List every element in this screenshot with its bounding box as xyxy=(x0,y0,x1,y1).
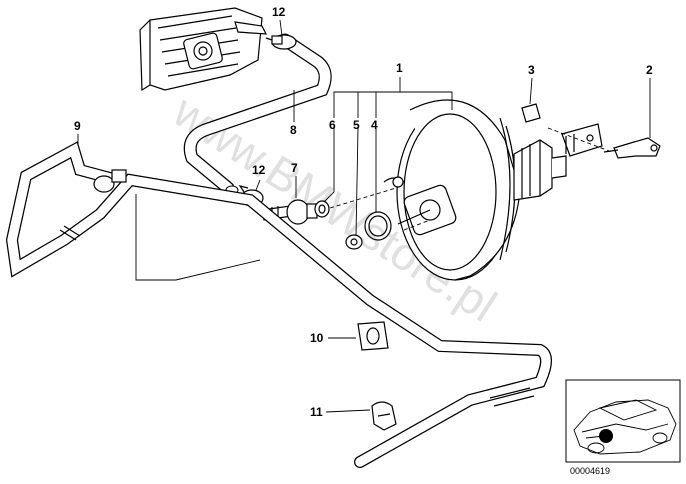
intake-manifold xyxy=(139,7,268,92)
callout-10: 10 xyxy=(310,331,324,345)
callout-3: 3 xyxy=(528,63,535,77)
inset-code: 00004619 xyxy=(570,466,610,476)
callout-1: 1 xyxy=(396,61,403,75)
locator-inset: 00004619 xyxy=(565,379,681,476)
callout-5: 5 xyxy=(353,118,360,132)
callout-9: 9 xyxy=(74,119,81,133)
callout-2: 2 xyxy=(646,63,653,77)
callout-12-middle: 12 xyxy=(252,163,266,177)
callout-12-top: 12 xyxy=(272,5,286,19)
vacuum-line-9 xyxy=(5,141,552,468)
callout-6: 6 xyxy=(329,118,336,132)
seal-5 xyxy=(345,234,363,250)
inset-frame xyxy=(565,379,681,463)
callout-11: 11 xyxy=(310,405,323,419)
callout-8: 8 xyxy=(290,123,297,137)
callout-4: 4 xyxy=(371,118,378,132)
callout-7: 7 xyxy=(291,161,298,175)
o-ring-4 xyxy=(364,211,392,241)
clip-11 xyxy=(371,401,397,431)
grommet-10 xyxy=(357,321,389,351)
pin-2 xyxy=(603,137,661,159)
callout-labels: 1 2 3 4 5 6 7 8 9 10 11 12 12 xyxy=(74,5,653,419)
leader-lines xyxy=(77,19,651,413)
location-marker-icon xyxy=(599,429,613,443)
grommet-6 xyxy=(314,200,330,218)
support-lines xyxy=(135,127,613,281)
hose-clamp-12-top xyxy=(265,34,297,50)
clevis-clip-3 xyxy=(521,103,603,157)
brake-booster-1 xyxy=(383,99,567,281)
